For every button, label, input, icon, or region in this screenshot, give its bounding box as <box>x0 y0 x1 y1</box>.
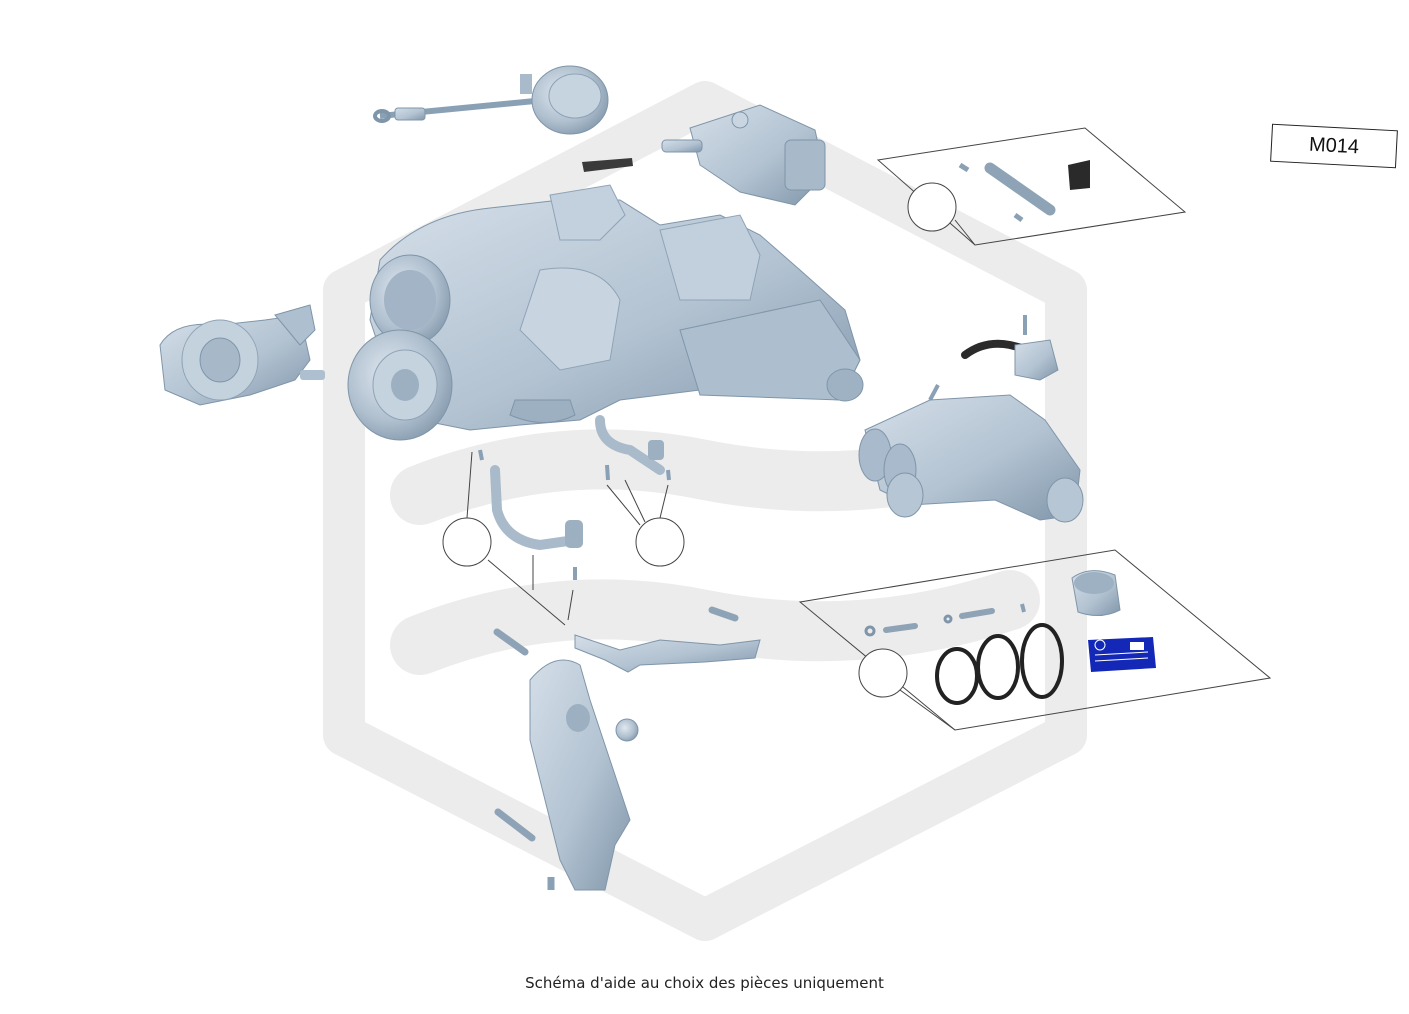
seal-kit-group <box>798 549 1272 731</box>
diagram-code-label: M014 <box>1270 123 1398 169</box>
part-label-sticker <box>1088 637 1156 672</box>
oil-line-kit <box>442 415 685 626</box>
compressor-housing <box>159 304 325 406</box>
support-bracket <box>493 606 761 891</box>
wastegate-actuator <box>373 65 609 135</box>
electric-actuator <box>661 104 826 206</box>
gasket-plate <box>582 158 633 172</box>
diagram-caption: Schéma d'aide au choix des pièces unique… <box>525 974 884 992</box>
coolant-pipe-bracket <box>961 315 1059 381</box>
intake-manifold <box>858 384 1084 523</box>
linkage-kit-group <box>876 127 1187 246</box>
turbocharger-assembly <box>347 184 864 441</box>
